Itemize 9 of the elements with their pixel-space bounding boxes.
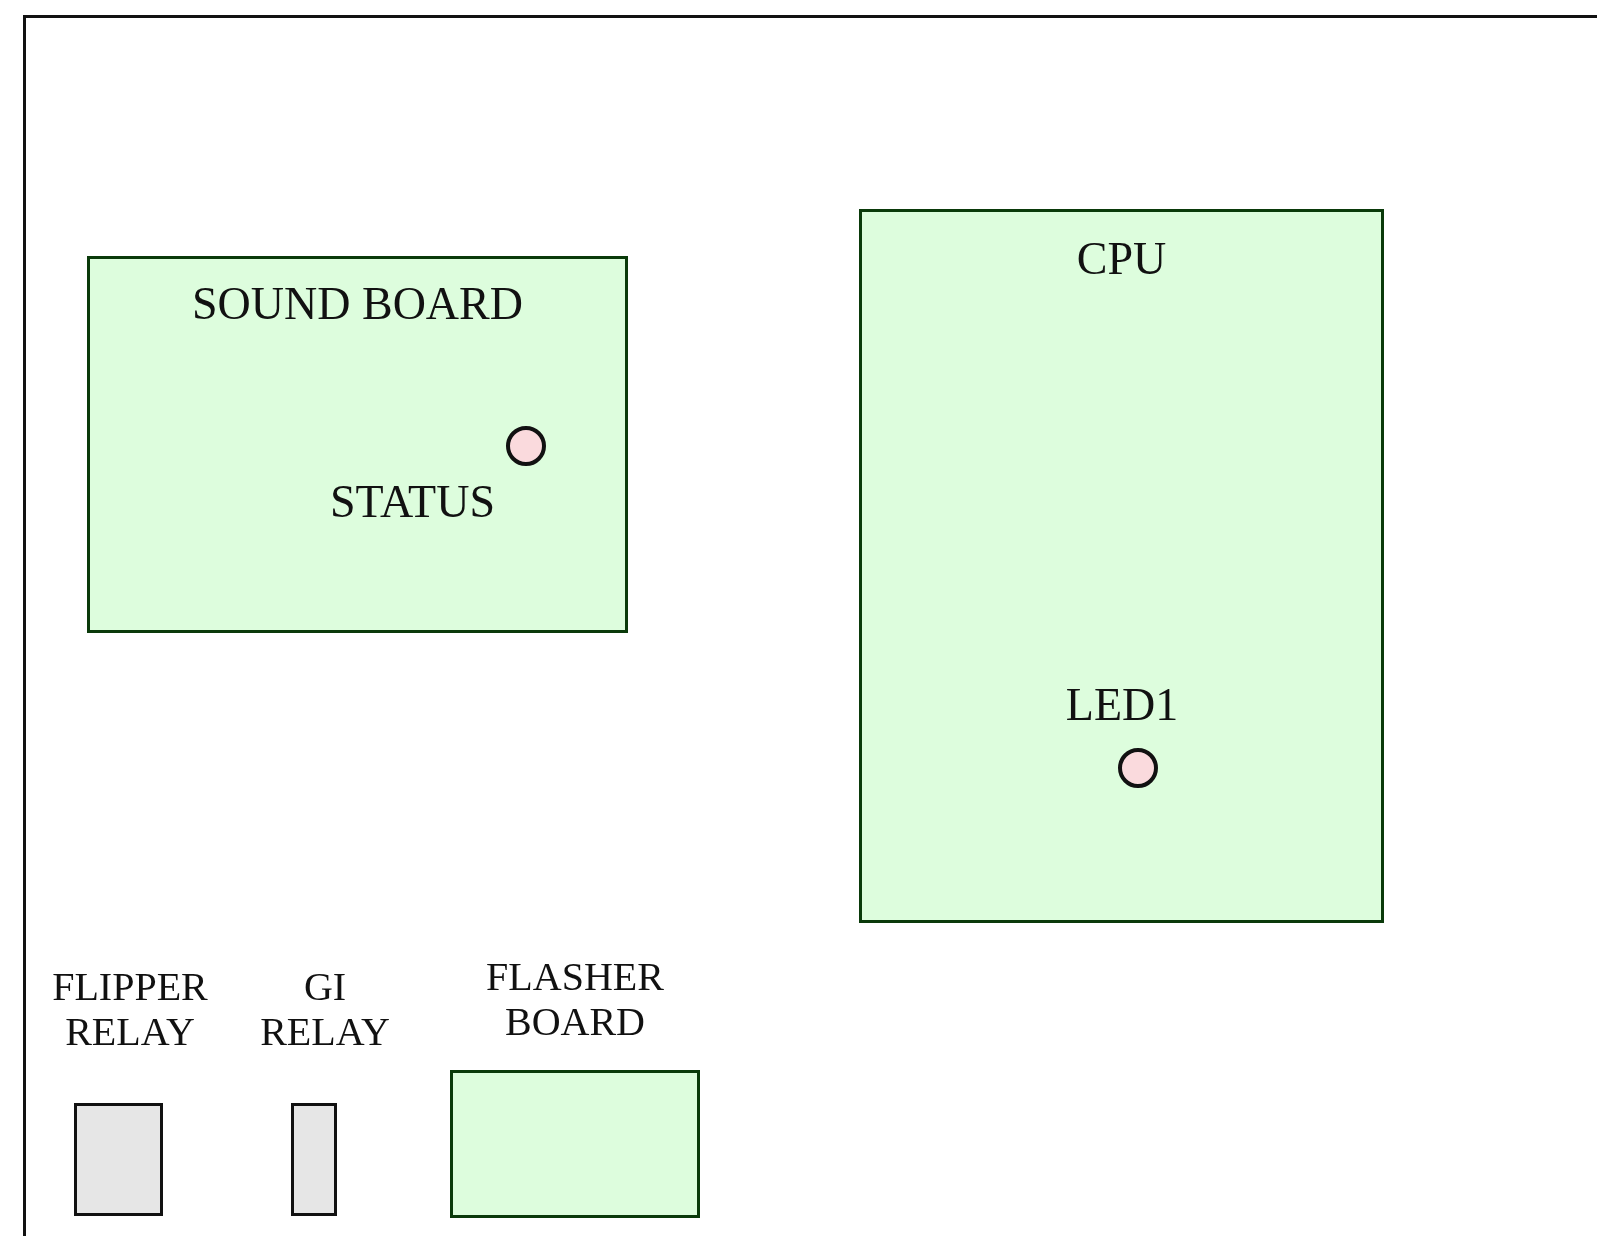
component-label: GI RELAY: [259, 965, 391, 1055]
component-label: FLASHER BOARD: [485, 955, 665, 1045]
led-label: LED1: [1064, 682, 1180, 728]
board-label: CPU: [1075, 236, 1168, 282]
board-label: SOUND BOARD: [191, 281, 524, 327]
led-label: STATUS: [330, 479, 496, 525]
circuit-board: [87, 256, 628, 633]
component-label: FLIPPER RELAY: [51, 965, 209, 1055]
circuit-board: [859, 209, 1384, 923]
